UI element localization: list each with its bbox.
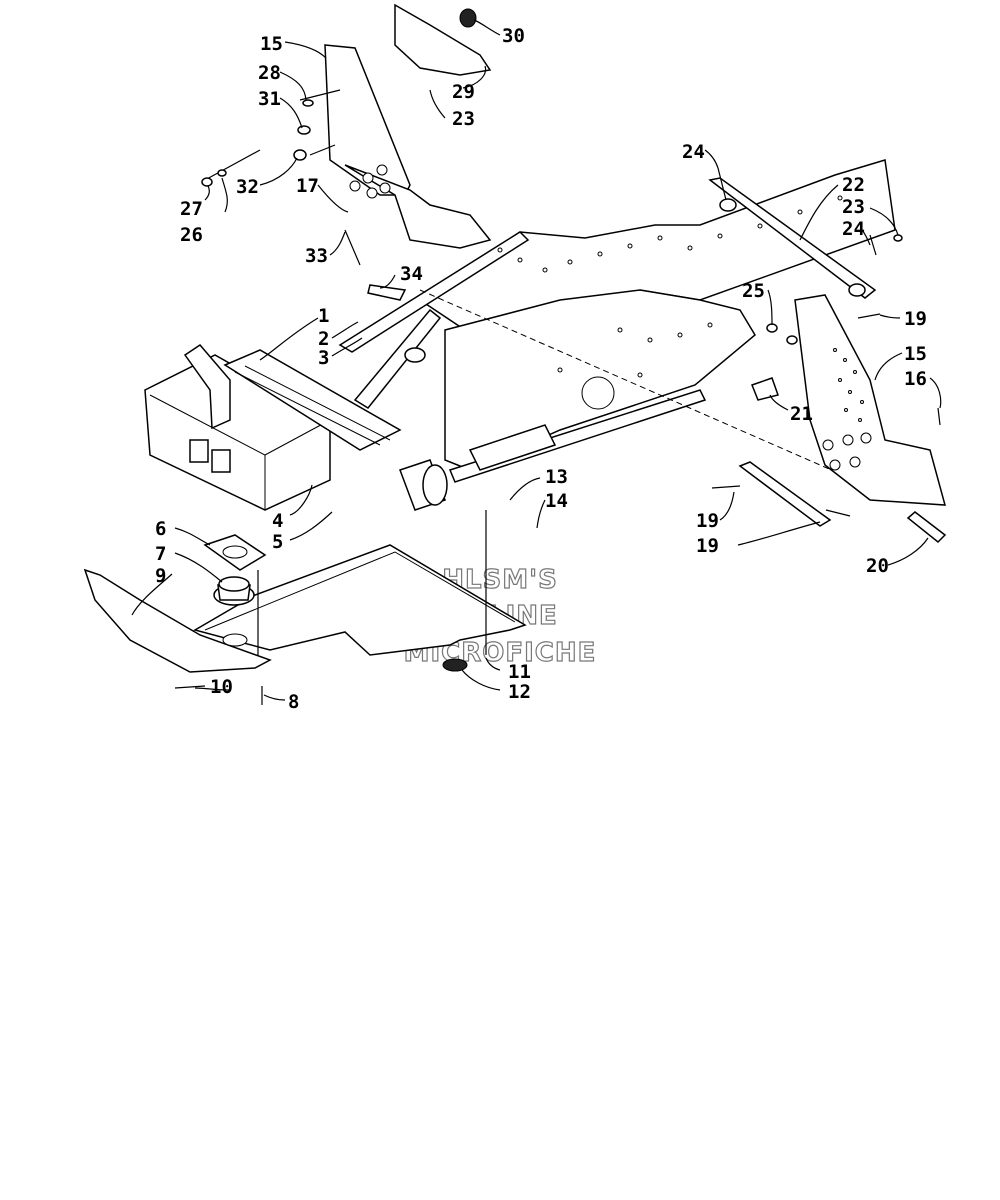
belly-pan-assembly [83, 510, 527, 705]
screw-10 [174, 685, 206, 689]
right-steering-assembly [708, 167, 947, 544]
callout-24-right: 24 [842, 218, 865, 240]
right-footrest-plate [794, 294, 947, 506]
callout-15-left: 15 [260, 33, 283, 55]
chassis-rear-bracket [183, 344, 231, 430]
callout-29: 29 [452, 81, 475, 103]
callout-31: 31 [258, 88, 281, 110]
nut-25a [766, 323, 778, 333]
washer-26 [217, 169, 227, 177]
callout-19-lower: 19 [696, 510, 719, 532]
rivet-19-right [857, 313, 881, 319]
nut-25b [786, 335, 798, 345]
callout-15-right: 15 [904, 343, 927, 365]
skid-plate-9 [83, 568, 272, 673]
grommet-30 [459, 8, 477, 28]
callout-9: 9 [155, 565, 166, 587]
belly-pan [193, 544, 527, 656]
bolt-24-upper [717, 167, 727, 201]
callout-33: 33 [305, 245, 328, 267]
rivet-19-lower [711, 485, 741, 489]
chassis-gusset [468, 424, 557, 471]
callout-14: 14 [545, 490, 568, 512]
chassis-bushing [404, 347, 426, 363]
callout-6: 6 [155, 518, 166, 540]
right-footrest-mesh [833, 348, 864, 422]
callout-3: 3 [318, 347, 329, 369]
nut-23-right [893, 234, 903, 242]
callout-28: 28 [258, 62, 281, 84]
callout-12: 12 [508, 681, 531, 703]
callout-20: 19 [696, 535, 719, 557]
leader-lines [131, 19, 942, 701]
chassis-side-hole [581, 376, 615, 410]
callout-labels: 15 28 31 32 17 27 26 33 30 29 23 34 1 2 … [155, 25, 927, 713]
bolt-16 [937, 407, 941, 426]
callout-27: 27 [180, 198, 203, 220]
callout-1: 1 [318, 305, 329, 327]
assembly-line-frame-to-right-plate [419, 289, 901, 501]
left-footrest-bracket [324, 44, 411, 196]
bracket-21 [751, 377, 779, 401]
callout-19-right: 19 [904, 308, 927, 330]
brace-20 [738, 461, 832, 527]
left-footrest-assembly [201, 3, 492, 301]
callout-23-upper: 23 [452, 108, 475, 130]
callout-5: 5 [272, 531, 283, 553]
chassis-window-right [211, 449, 231, 473]
callout-21: 21 [790, 403, 813, 425]
pad-34 [367, 284, 407, 301]
callout-24-upper: 24 [682, 141, 705, 163]
chassis-support-strut [353, 308, 442, 409]
upper-mount-bracket [394, 3, 492, 76]
chassis-front-arm [338, 231, 530, 353]
callout-10: 10 [210, 676, 233, 698]
steering-post-22 [708, 177, 877, 299]
bolt-24-right [869, 234, 877, 256]
chassis-rear-box [144, 354, 331, 511]
nut-27 [201, 177, 213, 187]
bolt-33 [344, 229, 361, 266]
clip-32 [293, 149, 307, 161]
callout-17: 20 [866, 555, 889, 577]
belly-pan-hole [222, 633, 248, 647]
grommet-12 [442, 658, 468, 672]
callout-16: 16 [904, 368, 927, 390]
callout-7: 7 [155, 543, 166, 565]
callout-2: 2 [318, 328, 329, 350]
callout-23-right: 23 [842, 196, 865, 218]
callout-34: 34 [400, 263, 423, 285]
chassis-window-left [189, 439, 209, 463]
callout-32: 32 [236, 176, 259, 198]
callout-30: 30 [502, 25, 525, 47]
callout-26: 26 [180, 224, 203, 246]
chassis-frame [144, 159, 901, 511]
callout-13: 13 [545, 466, 568, 488]
chassis-rivet-holes [497, 195, 843, 378]
callout-8: 8 [288, 691, 299, 713]
callout-19-upper-left: 17 [296, 175, 319, 197]
clip-31 [297, 125, 311, 135]
callout-4: 4 [272, 510, 283, 532]
bolt-28 [302, 99, 314, 107]
callout-22: 22 [842, 174, 865, 196]
callout-25: 25 [742, 280, 765, 302]
callout-11: 11 [508, 661, 531, 683]
pad-17 [906, 511, 947, 544]
